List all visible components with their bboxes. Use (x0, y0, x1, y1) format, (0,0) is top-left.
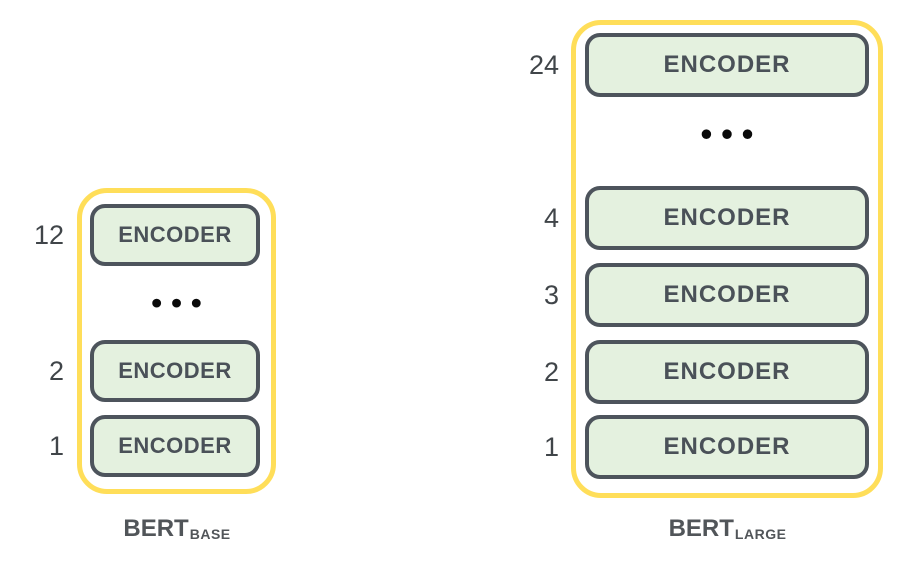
encoder-label: ENCODER (663, 433, 791, 460)
encoder-block-4: ENCODER (585, 186, 869, 250)
encoder-block-3: ENCODER (585, 263, 869, 327)
layer-number-12: 12 (33, 220, 64, 250)
encoder-label: ENCODER (663, 51, 791, 78)
layer-number-24: 24 (528, 50, 559, 80)
bert-base-container (77, 188, 276, 494)
encoder-block-2: ENCODER (90, 340, 260, 402)
caption-subscript: BASE (189, 526, 231, 542)
encoder-label: ENCODER (663, 358, 791, 385)
encoder-label: ENCODER (118, 222, 232, 247)
layer-number-3: 3 (543, 280, 559, 310)
encoder-label: ENCODER (118, 433, 232, 458)
layer-number-4: 4 (543, 203, 559, 233)
caption-main: BERT (668, 515, 734, 542)
layer-number-2: 2 (48, 356, 64, 386)
caption-main: BERT (123, 515, 189, 542)
bert-large-container (571, 20, 883, 498)
layer-number-1: 1 (48, 431, 64, 461)
encoder-block-2: ENCODER (585, 340, 869, 404)
bert-large-caption: BERTLARGE (571, 514, 883, 544)
layer-number-2: 2 (543, 357, 559, 387)
ellipsis-icon: ••• (700, 115, 763, 152)
ellipsis-icon: ••• (151, 285, 211, 320)
encoder-label: ENCODER (663, 204, 791, 231)
encoder-block-1: ENCODER (585, 415, 869, 479)
encoder-label: ENCODER (118, 358, 232, 383)
encoder-label: ENCODER (663, 281, 791, 308)
caption-subscript: LARGE (734, 526, 787, 542)
encoder-block-12: ENCODER (90, 204, 260, 266)
layer-number-1: 1 (543, 432, 559, 462)
bert-base-caption: BERTBASE (77, 514, 276, 544)
encoder-block-24: ENCODER (585, 33, 869, 97)
encoder-block-1: ENCODER (90, 415, 260, 477)
